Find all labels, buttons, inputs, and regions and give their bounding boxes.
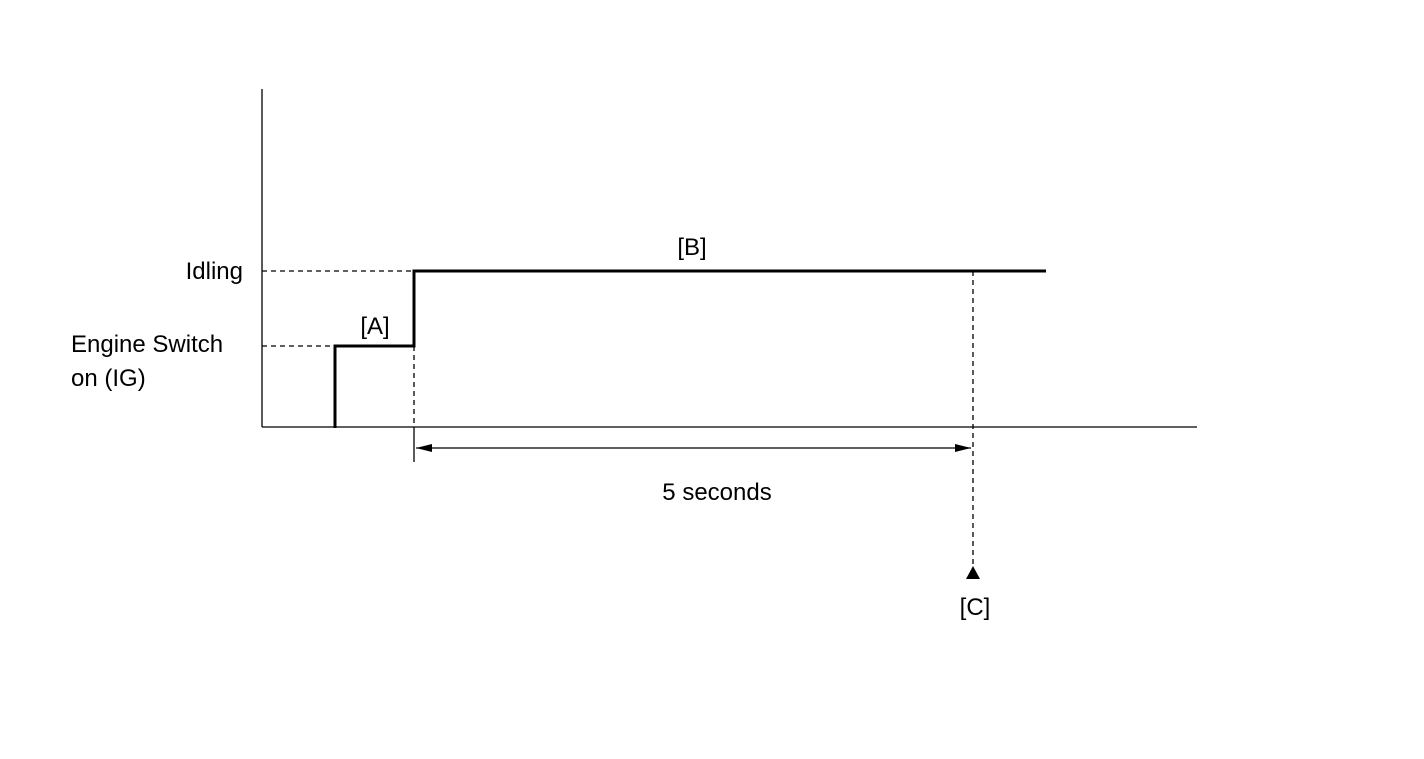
duration-arrow-left xyxy=(416,444,432,452)
marker-a-label: [A] xyxy=(360,313,389,340)
engine-switch-label-line1: Engine Switch xyxy=(71,331,223,358)
duration-arrow-right xyxy=(955,444,971,452)
c-pointer-arrow xyxy=(966,566,980,579)
marker-b-label: [B] xyxy=(677,234,706,261)
marker-c-label: [C] xyxy=(960,594,991,621)
duration-label: 5 seconds xyxy=(662,479,771,506)
engine-switch-label-line2: on (IG) xyxy=(71,365,146,392)
idling-label: Idling xyxy=(186,258,243,285)
signal-waveform xyxy=(333,269,1046,428)
